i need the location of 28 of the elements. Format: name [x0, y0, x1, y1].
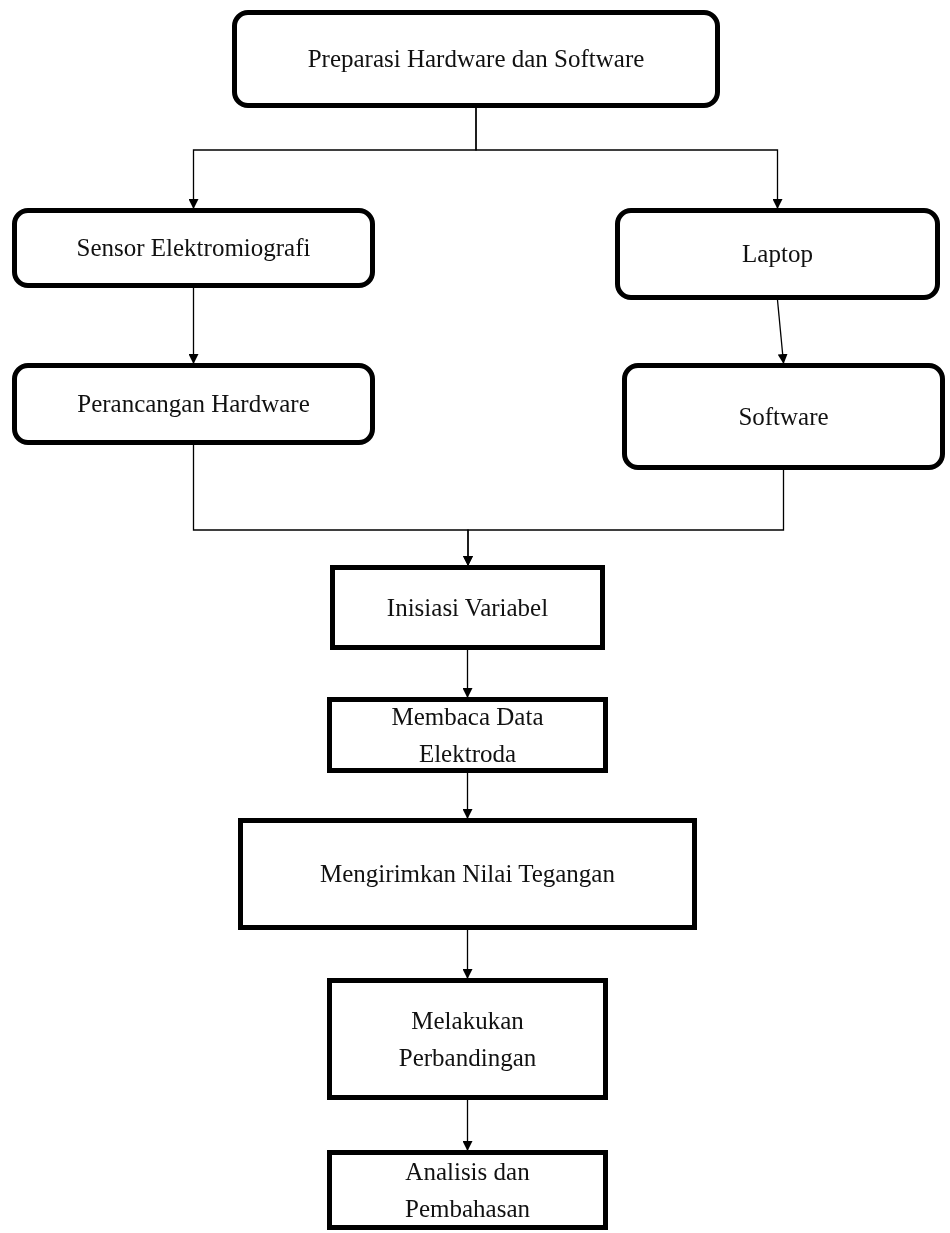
- arrow: [776, 299, 788, 364]
- arrow: [462, 649, 473, 698]
- process-box: [327, 697, 608, 773]
- box-label: Mengirimkan Nilai Tegangan: [320, 859, 615, 890]
- process-box: [12, 363, 375, 445]
- box-label: Software: [738, 401, 829, 432]
- process-box: [12, 208, 375, 288]
- arrow: [462, 772, 473, 819]
- process-box: [615, 208, 940, 300]
- arrow: [463, 469, 785, 566]
- box-label: Preparasi Hardware dan Software: [307, 44, 645, 75]
- arrow: [462, 1099, 473, 1151]
- arrow: [188, 287, 199, 364]
- process-box: [327, 1150, 608, 1230]
- box-label: Melakukan Perbandingan: [397, 1005, 538, 1073]
- arrow: [475, 107, 783, 209]
- box-label: Membaca Data Elektroda: [390, 701, 545, 769]
- box-label: Sensor Elektromiografi: [76, 233, 311, 264]
- process-box: [232, 10, 720, 108]
- process-box: [327, 978, 608, 1100]
- box-label: Perancangan Hardware: [77, 389, 310, 420]
- arrow: [462, 929, 473, 979]
- box-label: Laptop: [742, 239, 813, 270]
- process-box: [330, 565, 605, 650]
- box-label: Analisis dan Pembahasan: [404, 1156, 531, 1224]
- process-box: [622, 363, 945, 470]
- box-label: Inisiasi Variabel: [386, 592, 549, 623]
- process-box: [238, 818, 697, 930]
